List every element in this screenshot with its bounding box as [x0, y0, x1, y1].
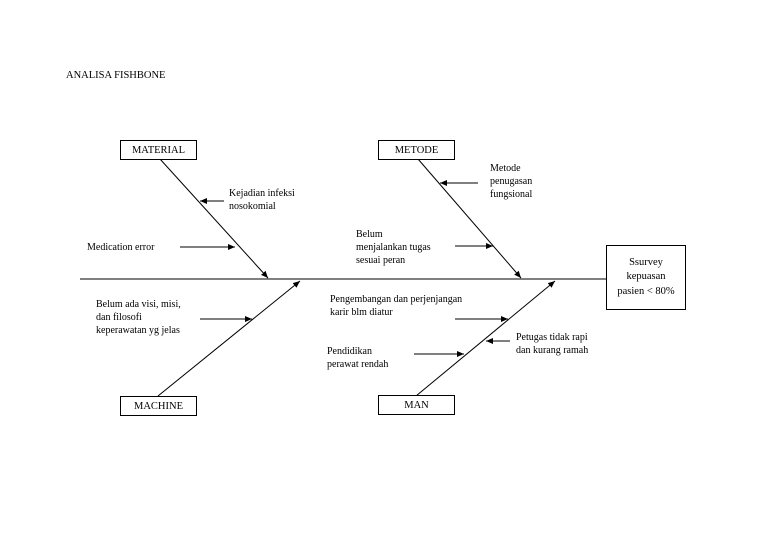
category-man: MAN	[378, 395, 455, 415]
bone-machine	[157, 280, 301, 397]
category-machine: MACHINE	[120, 396, 197, 416]
cause-man-3: Pendidikan perawat rendah	[327, 346, 389, 370]
category-material: MATERIAL	[120, 140, 197, 160]
cause-machine-1: Belum ada visi, misi, dan filosofi keper…	[96, 299, 181, 336]
diagram-title: ANALISA FISHBONE	[66, 70, 166, 81]
cause-metode-2: Belum menjalankan tugas sesuai peran	[356, 229, 431, 266]
effect-box: Ssurvey kepuasan pasien < 80%	[606, 245, 686, 310]
cause-man-1: Pengembangan dan perjenjangan karir blm …	[330, 294, 463, 318]
cause-material-1: Kejadian infeksi nosokomial	[229, 188, 295, 212]
cause-material-2: Medication error	[87, 242, 155, 253]
bone-material	[159, 158, 269, 279]
cause-man-2: Petugas tidak rapi dan kurang ramah	[516, 332, 589, 356]
effect-label: Ssurvey kepuasan pasien < 80%	[617, 257, 675, 297]
cause-metode-1: Metode penugasan fungsional	[490, 163, 533, 200]
bone-metode	[417, 158, 522, 279]
bone-man	[415, 280, 556, 397]
category-metode: METODE	[378, 140, 455, 160]
